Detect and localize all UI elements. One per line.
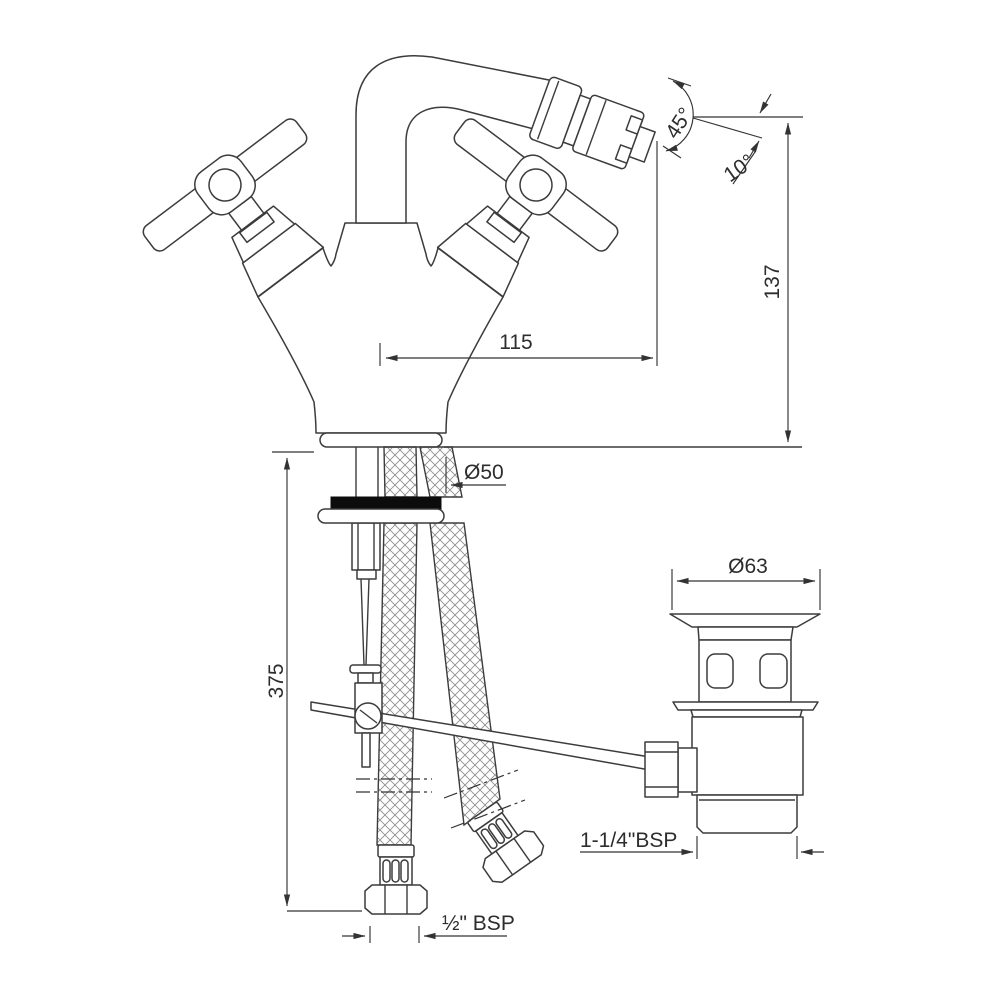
aerator-nozzle xyxy=(529,76,656,170)
waste-lower-body xyxy=(691,716,804,796)
dim-label-spout-reach: 115 xyxy=(499,331,532,354)
hose-nut-right xyxy=(482,830,545,884)
hose-break-lines xyxy=(356,769,526,829)
mounting-shank xyxy=(355,447,379,497)
waste-thread-section xyxy=(696,794,798,834)
dim-label-waste-thread: 1-1/4"BSP xyxy=(580,829,677,852)
dim-label-inlet-thread: ½" BSP xyxy=(442,912,515,935)
dim-label-under-deck-length: 375 xyxy=(265,663,288,698)
waste-mid-flange xyxy=(672,701,819,711)
knurled-adjuster xyxy=(644,741,679,798)
waste-top-flange xyxy=(669,613,821,628)
right-handle xyxy=(436,118,619,298)
pop-up-assembly xyxy=(349,522,383,768)
dim-label-waste-flange-diameter: Ø63 xyxy=(728,555,768,578)
hose-fitting-right xyxy=(467,801,545,884)
rod-flare xyxy=(349,664,382,674)
dim-label-spout-angle: 45° xyxy=(661,104,698,143)
base-gasket xyxy=(330,496,442,510)
left-handle xyxy=(142,118,325,298)
hose-nut-left xyxy=(364,884,428,915)
hose-fitting-left xyxy=(364,844,428,915)
dim-label-height-to-deck: 137 xyxy=(761,264,784,299)
deck-flange xyxy=(319,432,443,448)
mounting-nut xyxy=(351,522,381,571)
waste-assembly xyxy=(644,613,821,834)
rod-connector xyxy=(677,747,698,793)
dim-label-base-diameter: Ø50 xyxy=(464,461,504,484)
base-washer xyxy=(317,508,445,524)
